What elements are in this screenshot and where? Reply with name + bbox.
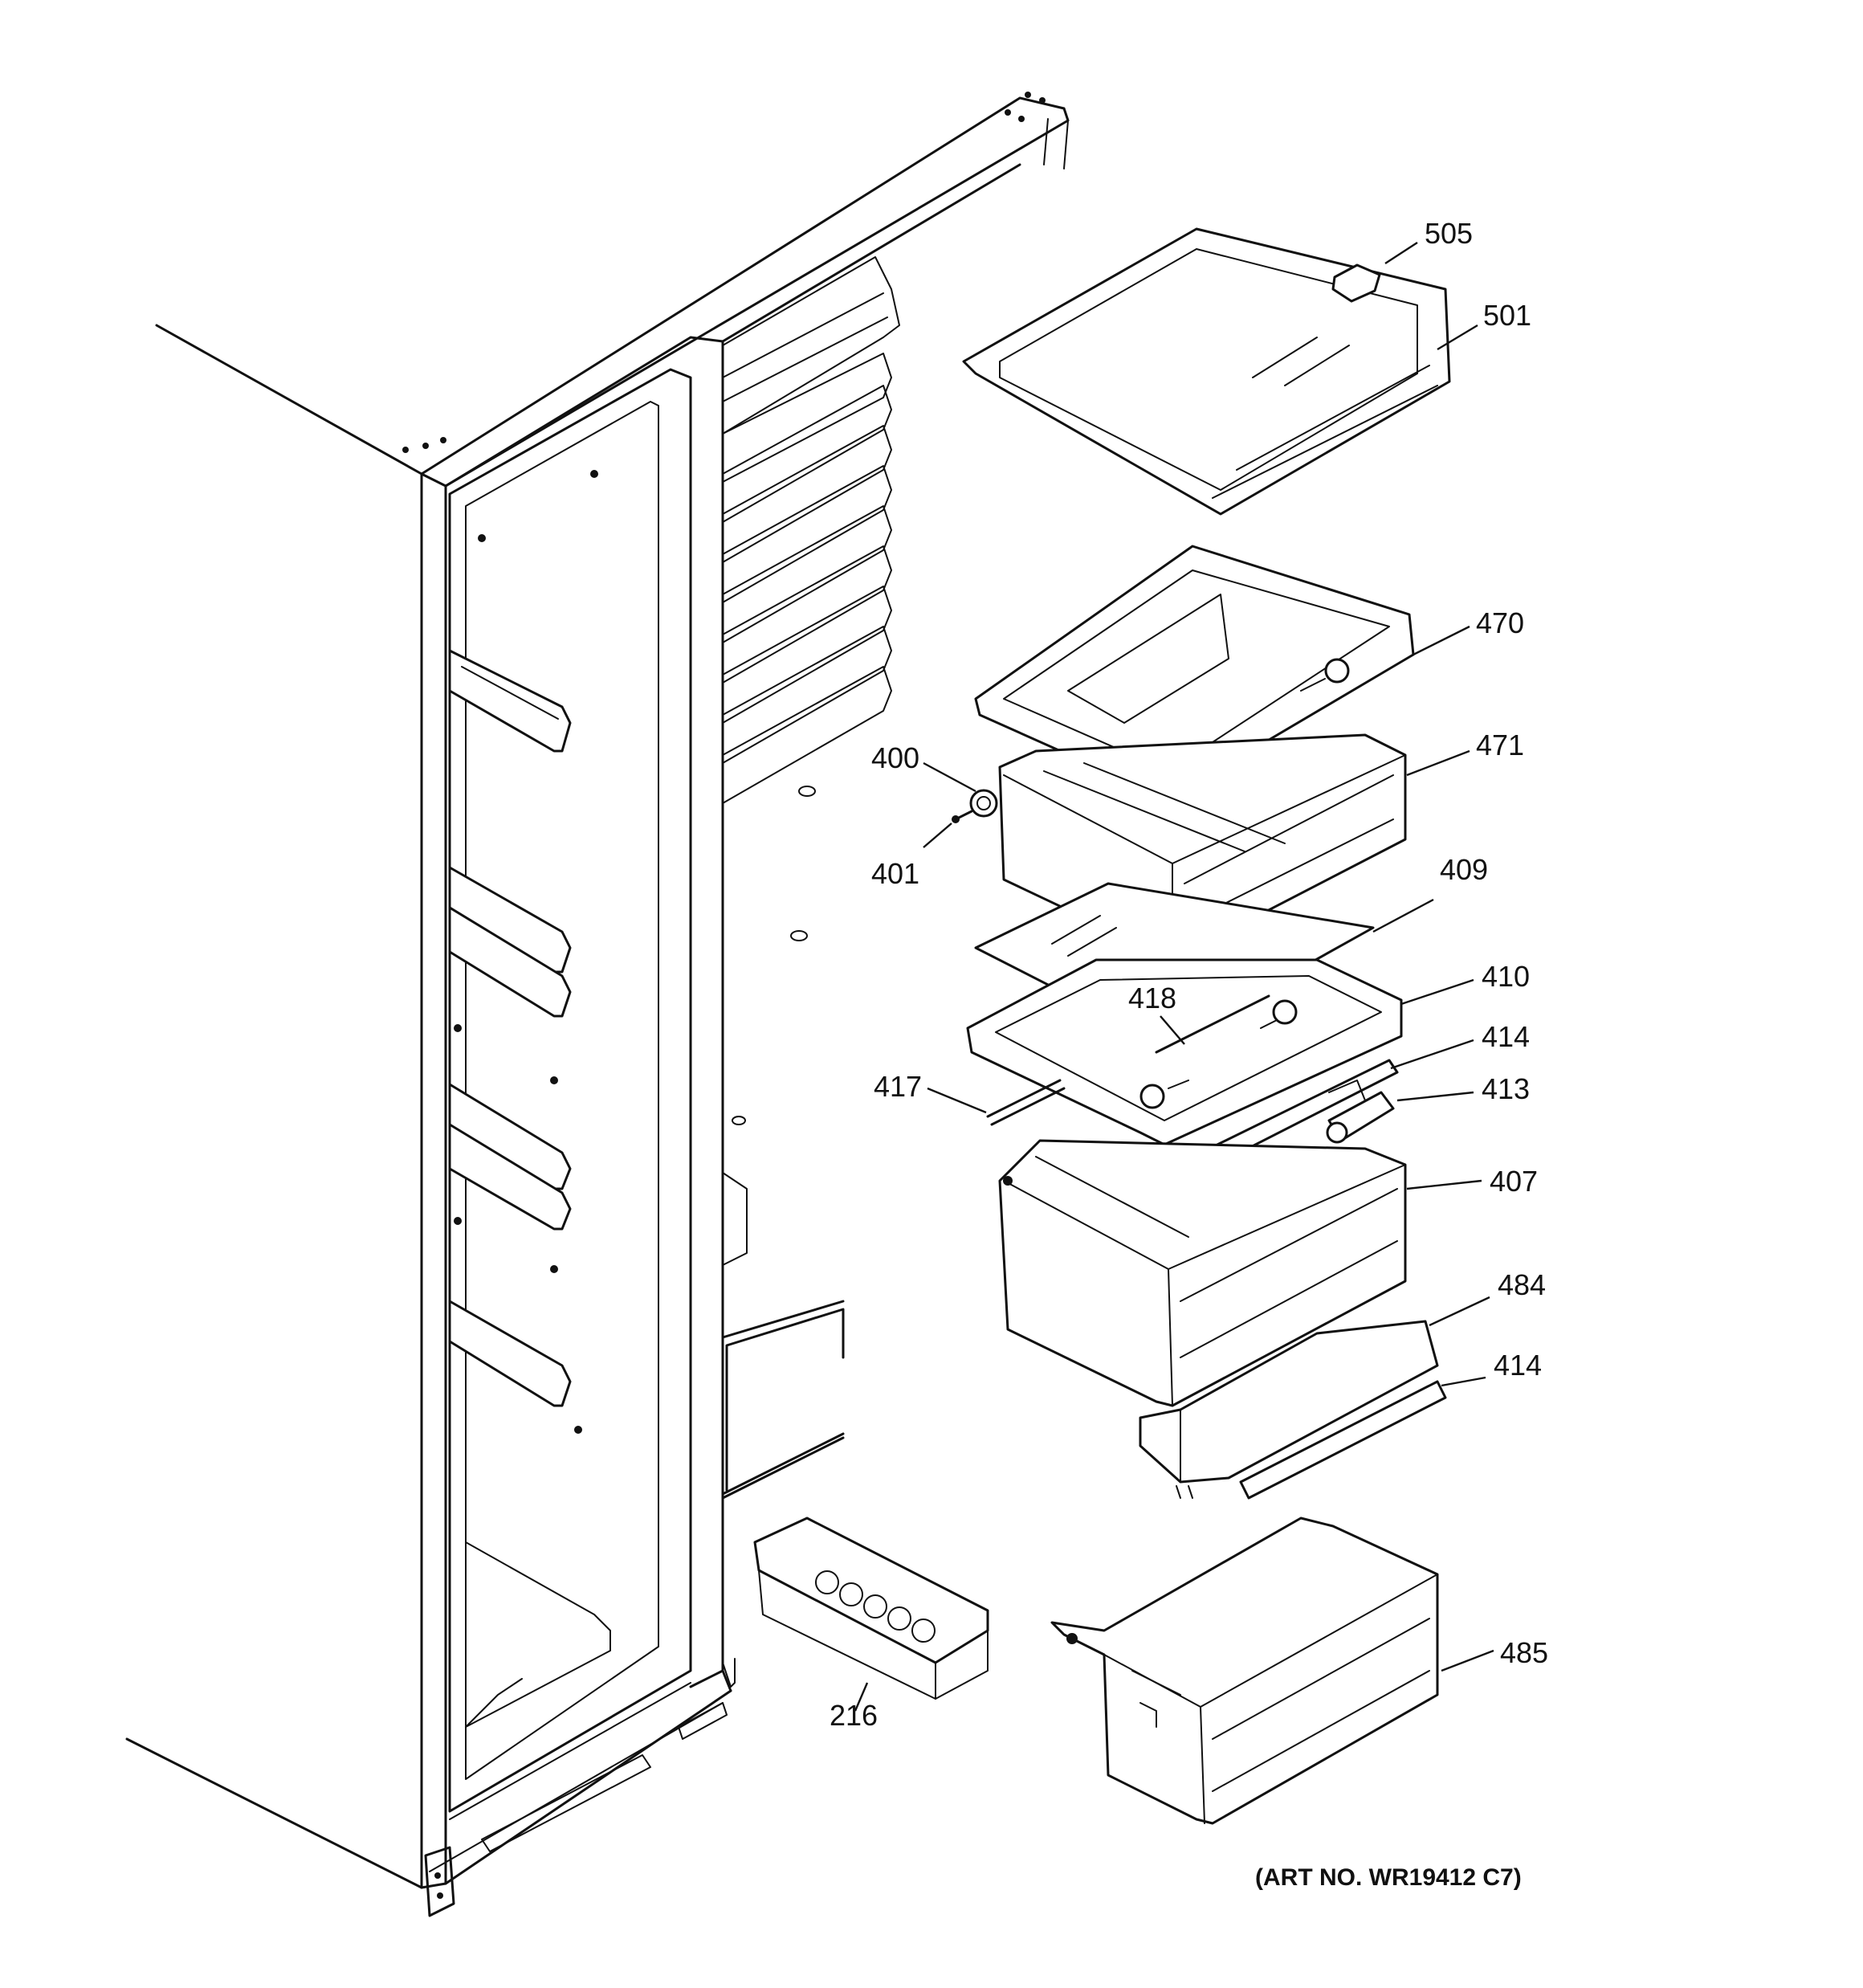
callout-418: 418 — [1128, 982, 1176, 1014]
part-216-egg-bin — [753, 1517, 989, 1700]
leader-lines — [854, 241, 1494, 1712]
part-410-pan-frame — [966, 958, 1403, 1146]
part-505-shelf-bracket — [1331, 263, 1381, 303]
callout-485: 485 — [1500, 1636, 1548, 1669]
callout-400: 400 — [871, 741, 919, 774]
refrigerator-cabinet — [125, 92, 1070, 1917]
callout-470: 470 — [1476, 606, 1524, 639]
part-485-bottom-drawer — [1050, 1517, 1439, 1825]
callout-409: 409 — [1440, 853, 1488, 886]
callout-501: 501 — [1483, 299, 1531, 332]
part-401-screw — [952, 810, 973, 823]
callout-505: 505 — [1425, 217, 1473, 250]
part-413-roller — [1326, 1080, 1395, 1144]
callout-484: 484 — [1498, 1268, 1546, 1301]
part-484-drawer-cover — [1139, 1320, 1439, 1499]
callout-401: 401 — [871, 857, 919, 890]
callout-414-lower: 414 — [1494, 1349, 1542, 1382]
callout-417: 417 — [874, 1070, 922, 1103]
part-407-lower-pan — [998, 1139, 1407, 1407]
callout-labels: 505 501 470 471 400 401 409 410 418 414 … — [830, 217, 1548, 1732]
callout-216: 216 — [830, 1699, 878, 1732]
callout-407: 407 — [1490, 1165, 1538, 1198]
part-417-rod — [986, 1079, 1066, 1126]
callout-410: 410 — [1482, 960, 1530, 993]
part-501-glass-shelf — [962, 227, 1451, 516]
callout-413: 413 — [1482, 1072, 1530, 1105]
part-414-handle-lower — [1239, 1380, 1447, 1500]
callout-414-upper: 414 — [1482, 1020, 1530, 1053]
callout-471: 471 — [1476, 729, 1524, 761]
part-400-knob — [969, 789, 998, 818]
art-number: (ART NO. WR19412 C7) — [1255, 1864, 1522, 1891]
